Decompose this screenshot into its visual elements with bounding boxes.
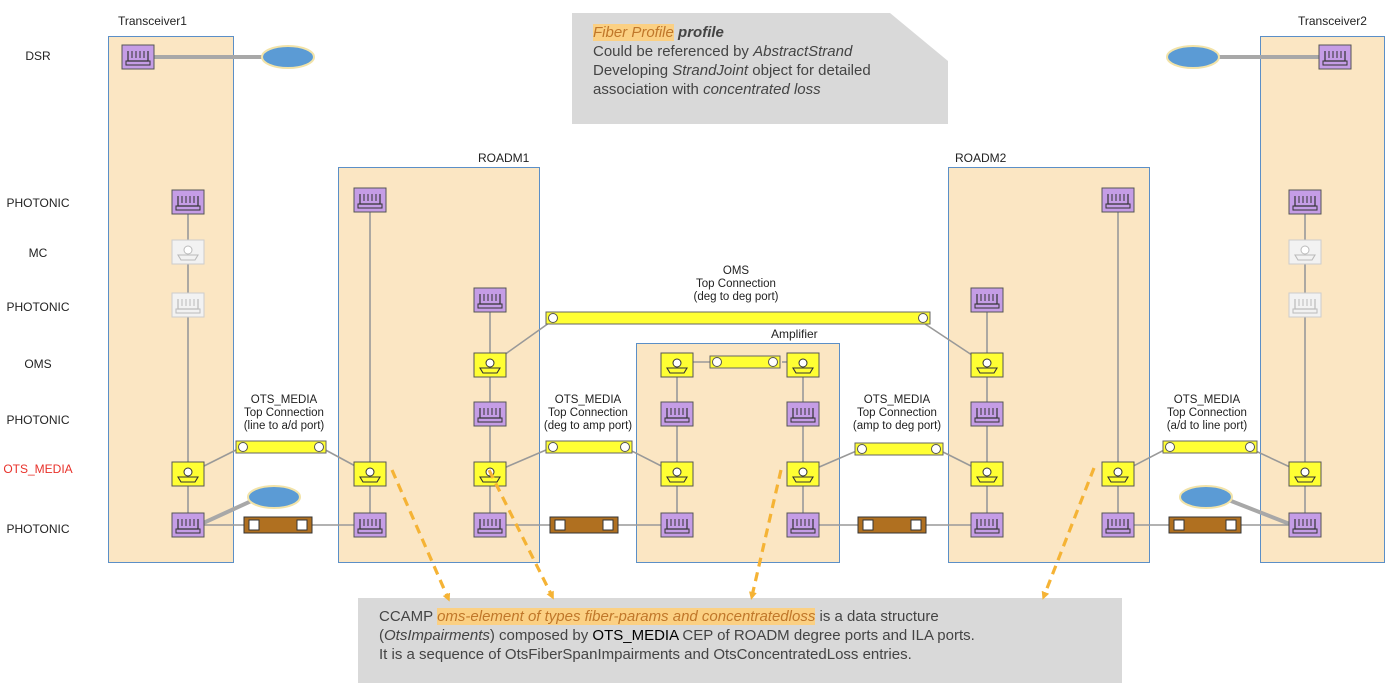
note-text: Developing (593, 62, 673, 79)
ots-connection-bar-left (235, 440, 327, 454)
oms-element-highlight: oms-element of types fiber-params and co… (437, 608, 816, 625)
fiber-span (1168, 516, 1242, 534)
layer-label-ots-media: OTS_MEDIA (3, 462, 73, 476)
note-text: Could be referenced by (593, 43, 754, 60)
roadm2-title: ROADM2 (955, 151, 1007, 165)
layer-label-photonic: PHOTONIC (6, 300, 70, 314)
roadm2-box (948, 167, 1150, 563)
fiber-profile-note: Fiber Profile profile Could be reference… (572, 13, 948, 124)
layer-label-photonic: PHOTONIC (6, 196, 70, 210)
roadm1-box (338, 167, 540, 563)
transceiver2-title: Transceiver2 (1298, 14, 1367, 28)
note-text: object for detailed (748, 62, 871, 79)
amplifier-title: Amplifier (771, 327, 818, 341)
note-text: ( (379, 627, 384, 644)
client-endpoint (247, 485, 301, 509)
note-text: CEP of ROADM degree ports and ILA ports. (678, 627, 975, 644)
abstract-strand-term: AbstractStrand (753, 43, 853, 60)
fiber-span (549, 516, 619, 534)
strand-joint-term: StrandJoint (672, 62, 749, 79)
note-text: ) composed by (489, 627, 593, 644)
transceiver1-box (108, 36, 234, 563)
fiber-profile-highlight: Fiber Profile (593, 24, 674, 41)
layer-label-dsr: DSR (25, 49, 51, 63)
roadm1-title: ROADM1 (478, 151, 530, 165)
client-endpoint (1166, 45, 1220, 69)
note-text: CCAMP (379, 608, 438, 625)
ots-media-term: OTS_MEDIA (592, 627, 679, 644)
layer-label-photonic: PHOTONIC (6, 413, 70, 427)
client-endpoint (261, 45, 315, 69)
client-endpoint (1179, 485, 1233, 509)
note-text: It is a sequence of OtsFiberSpanImpairme… (379, 646, 912, 663)
fiber-span (857, 516, 927, 534)
layer-label-photonic: PHOTONIC (6, 522, 70, 536)
oms-connection-bar (545, 311, 931, 325)
ots-connection-bar-roadm1-amp (545, 440, 633, 454)
fiber-span (243, 516, 313, 534)
layer-label-oms: OMS (24, 357, 52, 371)
transceiver2-box (1260, 36, 1385, 563)
ots-connection-bar-right (1162, 440, 1258, 454)
layer-label-mc: MC (28, 246, 48, 260)
amplifier-box (636, 343, 840, 563)
ots-connection-bar-amp-roadm2 (854, 442, 944, 456)
ccamp-note: CCAMP oms-element of types fiber-params … (358, 598, 1122, 683)
ots-impairments-term: OtsImpairments (384, 627, 490, 644)
note-text: is a data structure (815, 608, 939, 625)
note-text: association with (593, 81, 704, 98)
concentrated-loss-term: concentrated loss (703, 81, 821, 98)
profile-word: profile (678, 24, 724, 41)
transceiver1-title: Transceiver1 (118, 14, 187, 28)
